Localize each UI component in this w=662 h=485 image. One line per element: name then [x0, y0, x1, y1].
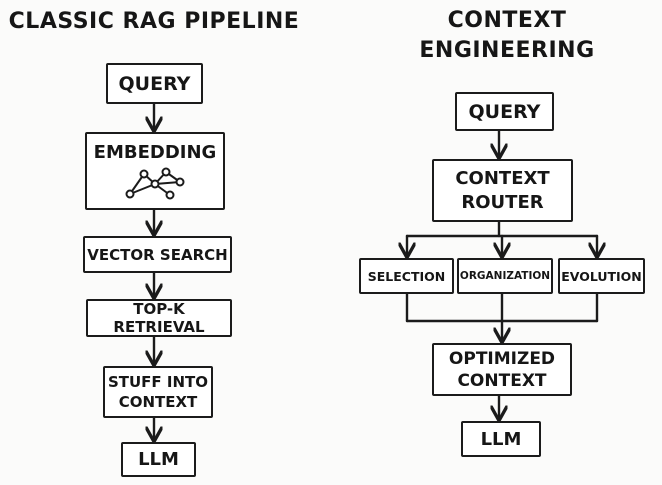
left-llm-box: LLM — [121, 442, 196, 477]
right-llm-box: LLM — [461, 421, 541, 457]
left-llm-label: LLM — [138, 449, 179, 470]
embedding-label: EMBEDDING — [93, 142, 217, 163]
organization-label: ORGANIZATION — [459, 270, 551, 282]
optimized-line1: OPTIMIZED — [448, 348, 556, 369]
embedding-box: EMBEDDING — [85, 132, 225, 210]
selection-label: SELECTION — [367, 268, 446, 284]
vector-search-label: VECTOR SEARCH — [87, 245, 228, 264]
topk-retrieval-label: TOP-K RETRIEVAL — [113, 300, 205, 336]
right-title-line1: CONTEXT — [447, 8, 567, 33]
right-title: CONTEXT ENGINEERING — [392, 6, 622, 66]
right-query-box: QUERY — [455, 92, 554, 131]
organization-box: ORGANIZATION — [457, 258, 553, 294]
evolution-label: EVOLUTION — [561, 268, 642, 284]
stuff-line1: STUFF INTO — [107, 373, 209, 391]
selection-box: SELECTION — [359, 258, 454, 294]
optimized-line2: CONTEXT — [457, 370, 547, 391]
stuff-into-context-box: STUFF INTO CONTEXT — [103, 366, 213, 418]
topk-retrieval-box: TOP-K RETRIEVAL — [86, 299, 232, 337]
left-query-box: QUERY — [106, 63, 203, 104]
evolution-box: EVOLUTION — [558, 258, 645, 294]
router-line2: ROUTER — [461, 191, 544, 213]
right-title-line2: ENGINEERING — [419, 38, 595, 63]
vector-search-box: VECTOR SEARCH — [83, 236, 232, 273]
context-router-box: CONTEXT ROUTER — [432, 159, 573, 222]
optimized-context-box: OPTIMIZED CONTEXT — [432, 343, 572, 396]
router-line1: CONTEXT — [455, 167, 550, 189]
right-query-label: QUERY — [468, 100, 541, 123]
left-title: CLASSIC RAG PIPELINE — [8, 9, 300, 34]
network-graph-icon — [125, 167, 185, 200]
left-query-label: QUERY — [118, 72, 191, 95]
right-llm-label: LLM — [480, 428, 522, 450]
stuff-line2: CONTEXT — [118, 393, 198, 411]
